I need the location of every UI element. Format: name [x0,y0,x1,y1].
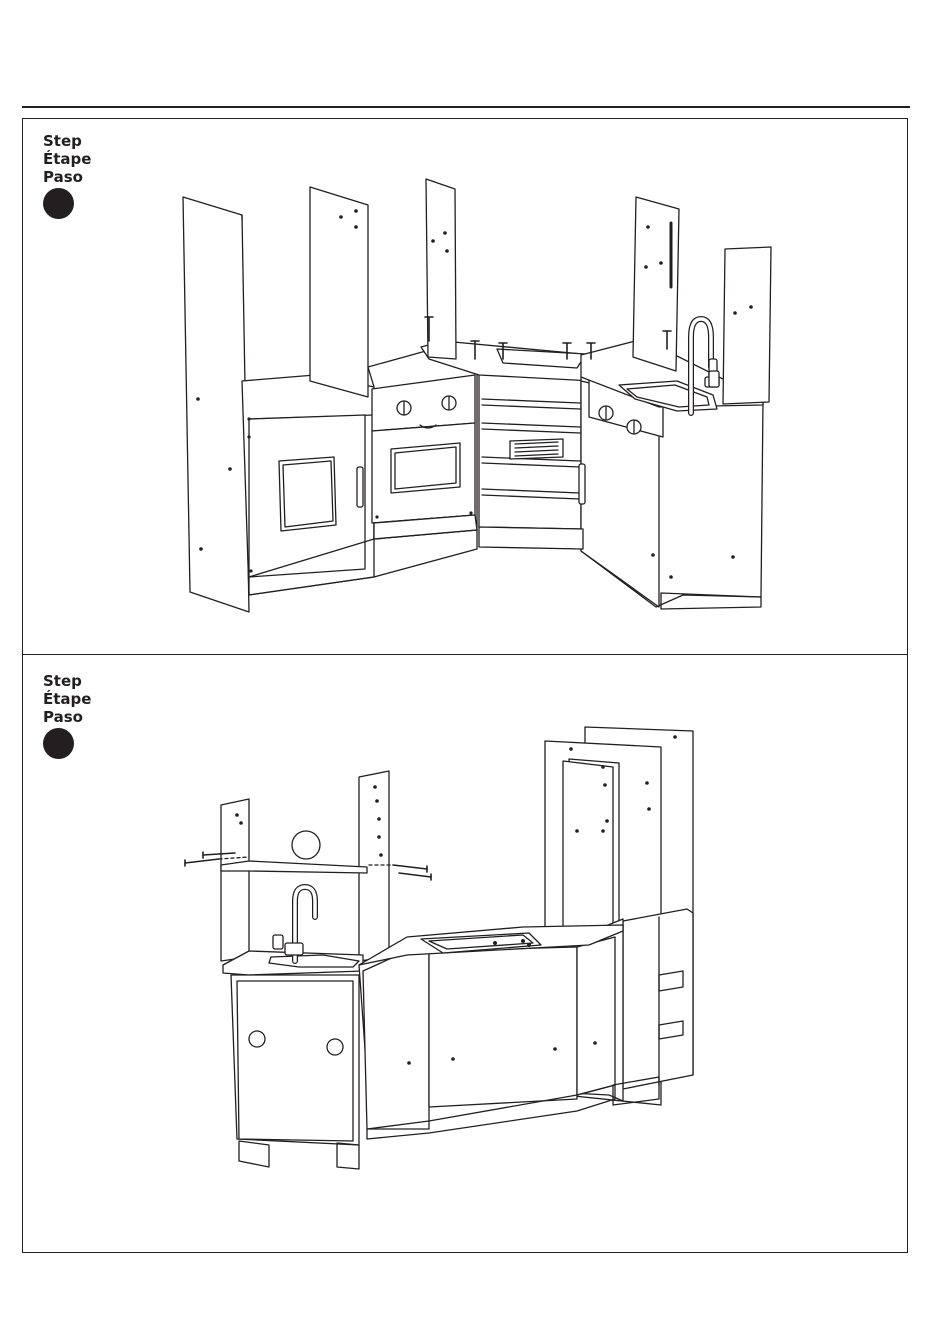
step-panel-1: Step Étape Paso [22,118,908,655]
left-center-upright [359,771,389,961]
left-middle-upright [310,187,368,397]
left-shelf [221,861,367,873]
step-panel-2: Step Étape Paso [22,655,908,1253]
far-right-upright [723,247,771,404]
center-main-door [429,947,577,1107]
step-1-illustration [23,119,909,656]
left-side-panel [183,197,249,612]
corner-upright [426,179,456,359]
grill-vent [510,439,563,459]
header-rule [22,106,910,108]
door-knob-icon [327,1039,343,1055]
left-upright [221,799,249,961]
left-door-window [279,457,336,531]
left-door-handle [357,467,363,507]
faucet-icon [273,887,315,961]
center-right-door [577,937,615,1095]
center-left-door [363,951,429,1129]
ball-knob [292,831,320,859]
right-shelf-unit [623,909,693,1089]
left-cabinet-door [237,981,353,1141]
door-knob-icon [249,1031,265,1047]
corner-plinth [479,527,583,549]
center-upright [563,761,613,945]
corner-door-handle [579,464,585,504]
step-2-illustration [23,655,909,1253]
